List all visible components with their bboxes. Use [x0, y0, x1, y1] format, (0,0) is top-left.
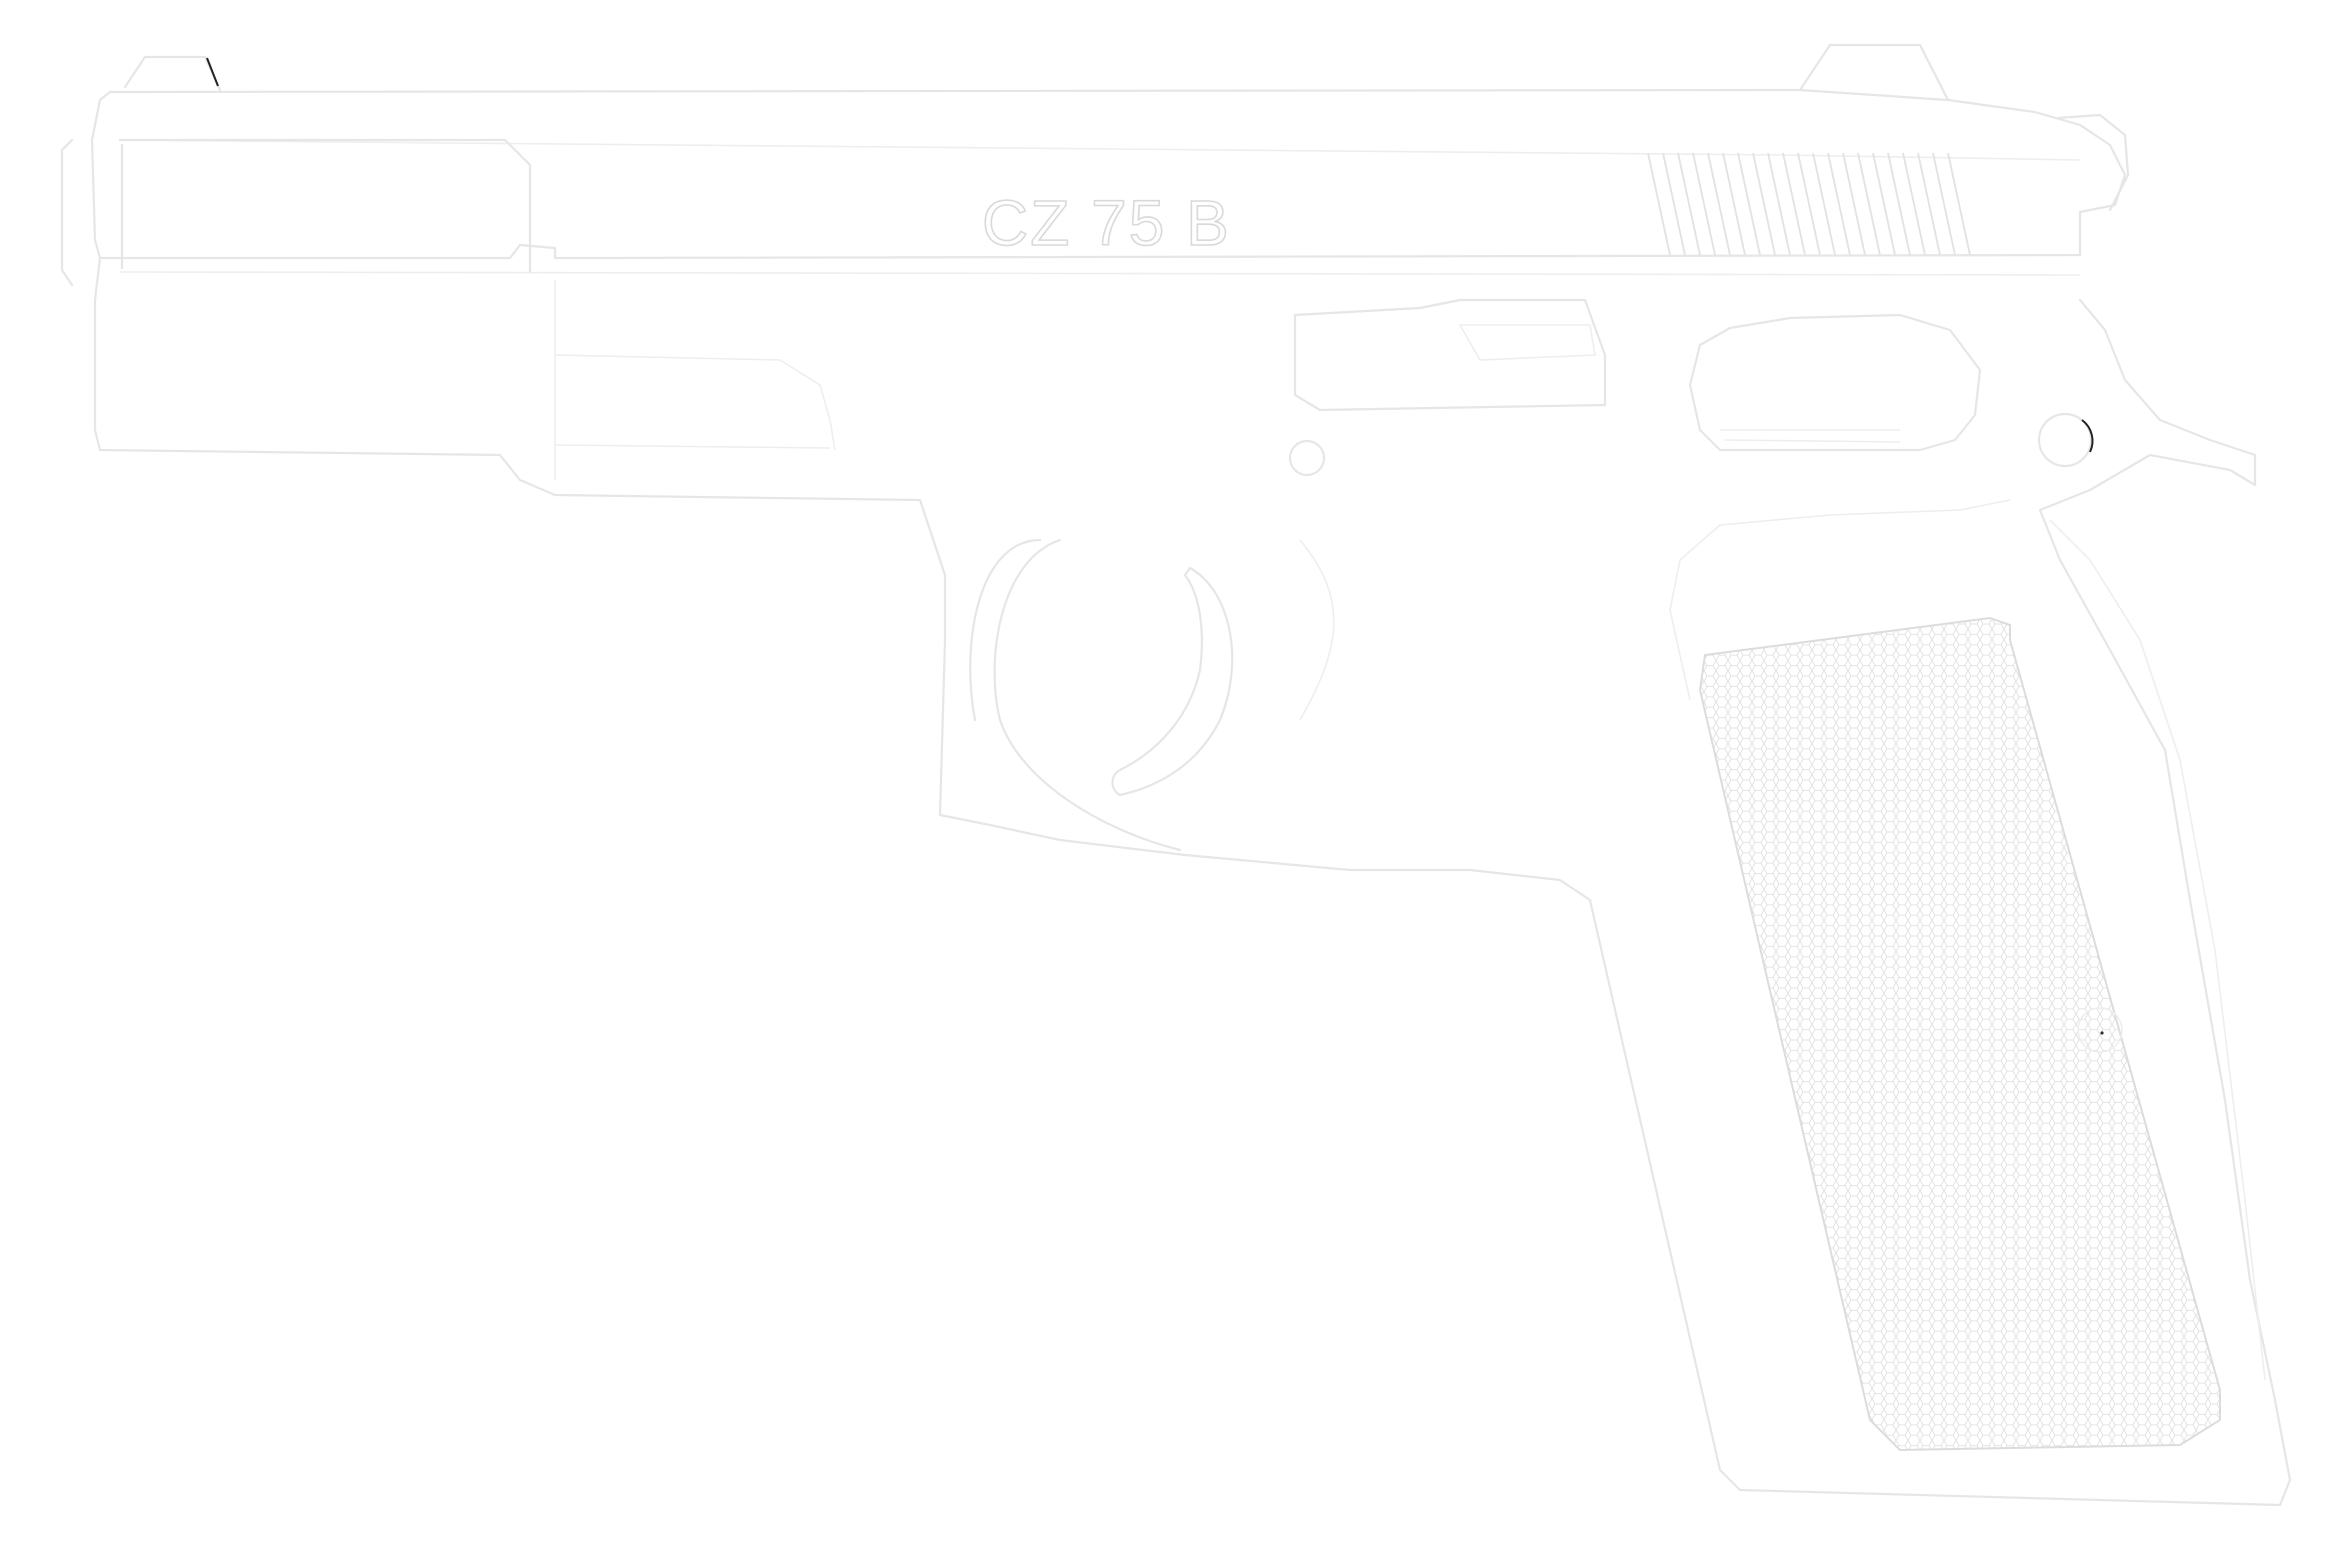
- frame: [93, 256, 2292, 1507]
- slide-stop-lever: [1288, 298, 1607, 477]
- muzzle: [60, 138, 74, 287]
- serration-line: [1692, 152, 1716, 256]
- serration-line: [1947, 152, 1971, 256]
- serration-line: [1647, 152, 1671, 256]
- serration-line: [1782, 152, 1806, 256]
- trigger-guard: [969, 538, 1335, 852]
- grip-panel: [1698, 616, 2221, 1452]
- serration-line: [1857, 152, 1881, 256]
- grip-screw: [2077, 1007, 2123, 1053]
- serration-line: [1767, 152, 1791, 256]
- hammer: [2056, 113, 2130, 212]
- serration-line: [1662, 152, 1686, 256]
- serration-line: [1722, 152, 1746, 256]
- front-sight: [123, 55, 222, 92]
- grip-frame-outline: [1669, 499, 2266, 1381]
- serration-line: [1872, 152, 1896, 256]
- serration-line: [1932, 152, 1956, 256]
- serration-line: [1737, 152, 1761, 256]
- serration-line: [1902, 152, 1926, 256]
- serration-line: [1812, 152, 1836, 256]
- rear-sight: [1495, 43, 1950, 102]
- serration-line: [1842, 152, 1866, 256]
- serration-line: [1827, 152, 1851, 256]
- serration-line: [1752, 152, 1776, 256]
- slide-serrations: [1647, 152, 1971, 256]
- serration-line: [1677, 152, 1701, 256]
- serration-line: [1797, 152, 1821, 256]
- serration-line: [1917, 152, 1941, 256]
- safety-lever: [1688, 313, 1982, 452]
- hammer-pin: [2037, 412, 2094, 468]
- serration-line: [1887, 152, 1911, 256]
- slide-engraving: CZ 75 B: [982, 187, 1231, 259]
- serration-line: [1707, 152, 1731, 256]
- trigger: [1111, 566, 1234, 797]
- slide: [60, 88, 2127, 287]
